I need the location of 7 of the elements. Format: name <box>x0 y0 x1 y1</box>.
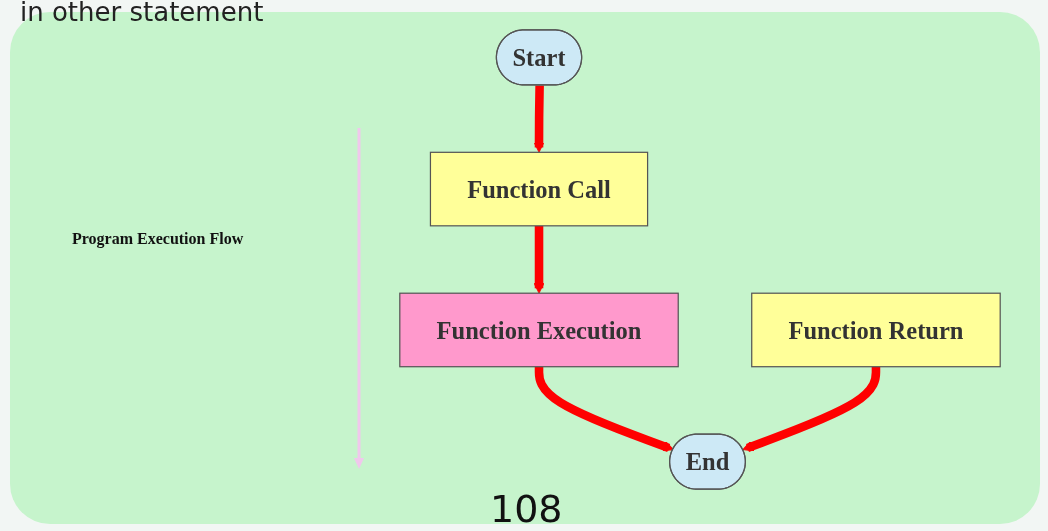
axis-label: Program Execution Flow <box>72 230 244 248</box>
arrow <box>533 226 545 295</box>
node-box: Function Execution <box>399 293 679 368</box>
page-number: 108 <box>490 487 563 531</box>
node-box: Function Call <box>429 152 649 227</box>
heading-text: in other statement <box>20 0 264 27</box>
node-box: Function Return <box>751 293 1001 368</box>
